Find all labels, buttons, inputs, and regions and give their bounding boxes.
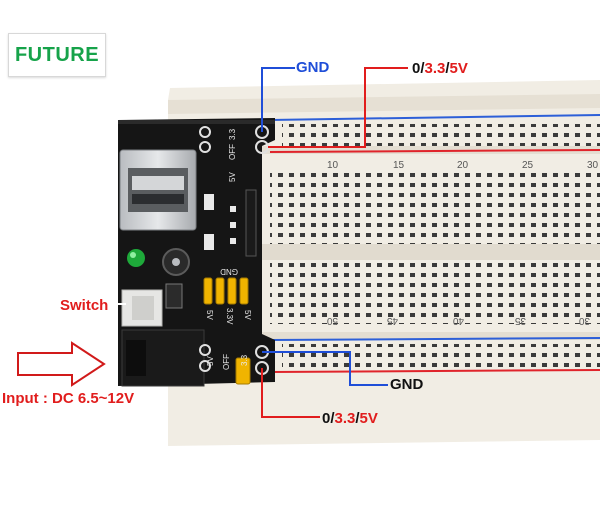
capacitor	[162, 248, 190, 276]
voltage-zero: 0	[322, 410, 331, 427]
voltage-top-leader	[268, 67, 408, 148]
board-number: 10	[327, 160, 339, 171]
voltage-bottom-leader	[261, 368, 320, 418]
jumper-pins-middle	[203, 277, 249, 305]
voltage-5v: 5V	[449, 60, 468, 77]
board-number: 40	[452, 315, 464, 326]
silk-jumper-label: 5V	[206, 356, 215, 366]
voltage-zero: 0	[412, 60, 421, 77]
voltage-33: 3.3	[424, 60, 446, 77]
gnd-bottom-label: GND	[390, 376, 424, 393]
board-number: 50	[326, 315, 338, 326]
usb-port	[119, 149, 197, 231]
brand-label: FUTURE	[14, 43, 100, 66]
input-label: Input : DC 6.5~12V	[2, 390, 135, 407]
silk-gnd-mark: GND	[220, 267, 238, 276]
silk-side-mark: 5V	[243, 310, 252, 320]
silk-side-mark: 5V	[205, 310, 214, 320]
voltage-33: 3.3	[334, 410, 356, 427]
chip	[165, 283, 183, 309]
rail-top-blue	[269, 114, 600, 121]
voltage-sep: /	[355, 410, 360, 427]
input-arrow-icon	[17, 341, 106, 387]
silk-side-mark: 3.3V	[225, 308, 234, 325]
board-number: 25	[522, 160, 534, 171]
gnd-top-label: GND	[296, 59, 330, 76]
voltage-top-label: 0/3.3/5V	[412, 60, 468, 77]
rail-holes-bottom	[282, 344, 600, 368]
voltage-5v: 5V	[359, 410, 378, 427]
green-led	[127, 249, 145, 267]
power-switch	[121, 289, 163, 327]
gnd-bottom-leader	[262, 351, 388, 386]
board-number: 30	[587, 160, 599, 171]
silk-jumper-label: OFF	[222, 354, 231, 370]
terminal-holes-lower	[270, 262, 600, 324]
voltage-sep: /	[420, 60, 425, 77]
smd-components	[204, 189, 257, 257]
rail-bottom-blue	[269, 337, 600, 341]
voltage-sep: /	[330, 410, 335, 427]
switch-label: Switch	[60, 297, 109, 314]
dc-jack	[121, 329, 205, 387]
voltage-bottom-label: 0/3.3/5V	[322, 410, 378, 427]
board-number: 45	[386, 315, 398, 326]
rail-top-red	[269, 149, 600, 153]
silk-jumper-label: 5V	[228, 172, 237, 182]
brand-box: FUTURE	[8, 33, 106, 77]
terminal-holes-upper	[270, 172, 600, 244]
board-number: 15	[393, 160, 405, 171]
voltage-sep: /	[445, 60, 450, 77]
rail-bottom-red	[269, 369, 600, 373]
board-number: 20	[457, 160, 469, 171]
gnd-top-leader	[261, 67, 295, 132]
board-number: 35	[514, 315, 526, 326]
jumper-cap-bottom	[235, 357, 251, 385]
silk-jumper-label: 3.3	[240, 354, 249, 366]
rail-holes-top	[282, 124, 600, 146]
silk-jumper-label: 3.3	[228, 128, 237, 140]
board-number: 30	[578, 315, 590, 326]
silk-jumper-label: OFF	[228, 144, 237, 160]
